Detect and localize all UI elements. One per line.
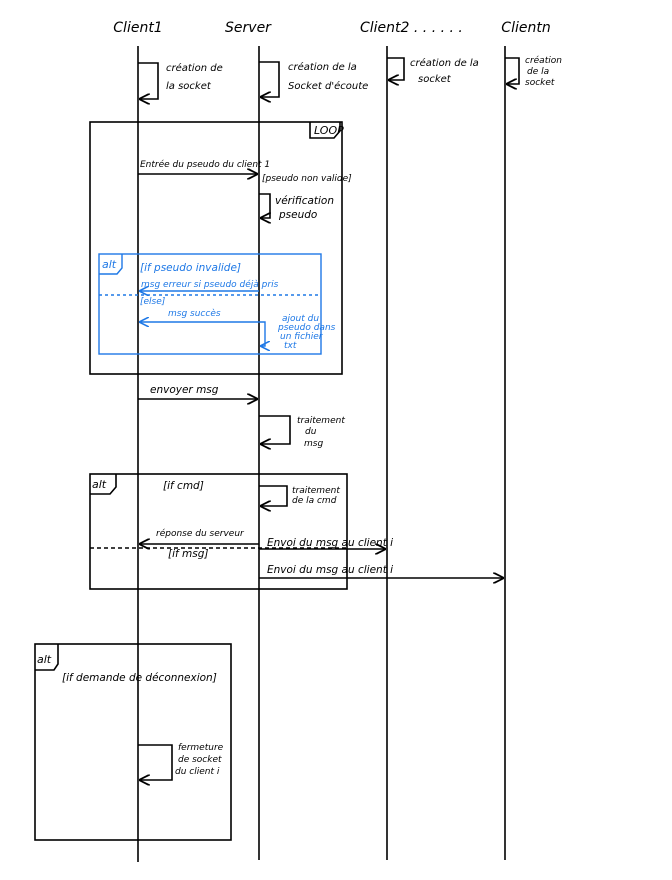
- note-client2-socket-line2: socket: [418, 74, 452, 85]
- participant-client2: Client2 . . . . . .: [360, 20, 463, 36]
- alt-disconnect-frame-label: alt: [37, 653, 52, 666]
- message-response-label: réponse du serveur: [156, 528, 245, 539]
- guard-if-msg: [if msg]: [168, 548, 209, 560]
- note-treat-msg-line2: du: [305, 427, 317, 437]
- loop-frame-label: LOOP: [314, 124, 344, 137]
- message-send-label: envoyer msg: [150, 384, 219, 396]
- message-to-clientn-label: Envoi du msg au client i: [267, 564, 393, 576]
- self-call-client2-socket: [387, 57, 405, 80]
- self-call-server-socket: [259, 61, 280, 97]
- self-call-close-socket: [138, 744, 173, 780]
- alt-pseudo-frame-tag: [99, 254, 123, 275]
- note-add-pseudo-line3: un fichier: [280, 332, 324, 342]
- alt-pseudo-frame: [98, 253, 322, 355]
- message-error-label: msg erreur si pseudo déjà pris: [141, 279, 279, 290]
- self-call-treat-msg: [259, 415, 291, 444]
- guard-if-disconnect: [if demande de déconnexion]: [62, 672, 217, 684]
- guard-else: [else]: [140, 297, 166, 307]
- self-call-treat-cmd: [259, 485, 288, 506]
- participant-clientn: Clientn: [501, 20, 550, 36]
- self-call-client1-socket: [138, 62, 159, 99]
- alt-disconnect-frame: [34, 643, 232, 841]
- alt-disconnect-frame-tag: [35, 644, 59, 671]
- message-success-label: msg succès: [168, 308, 221, 319]
- note-add-pseudo-line2: pseudo dans: [277, 323, 336, 333]
- note-clientn-socket-line2: de la: [527, 67, 549, 77]
- note-client2-socket-line1: création de la: [410, 57, 479, 69]
- note-server-socket-line2: Socket d'écoute: [288, 80, 368, 92]
- alt-pseudo-frame-label: alt: [102, 258, 117, 271]
- note-add-pseudo-line1: ajout du: [282, 314, 319, 324]
- note-treat-cmd-line2: de la cmd: [292, 496, 337, 506]
- note-server-socket-line1: création de la: [288, 61, 357, 73]
- note-pseudo-check-line2: pseudo: [278, 209, 317, 221]
- note-add-pseudo-line4: txt: [284, 341, 297, 351]
- message-to-client2-label: Envoi du msg au client i: [267, 537, 393, 549]
- note-close-socket-line3: du client i: [175, 767, 220, 777]
- note-treat-msg-line3: msg: [304, 439, 323, 449]
- note-client1-socket-line2: la socket: [166, 81, 212, 92]
- note-clientn-socket-line1: création: [525, 55, 562, 66]
- alt-cmd-frame-label: alt: [92, 478, 107, 491]
- alt-cmd-frame-tag: [90, 474, 117, 495]
- guard-if-pseudo-invalid: [if pseudo invalide]: [140, 262, 241, 274]
- guard-pseudo-invalid: [pseudo non valide]: [262, 174, 352, 184]
- note-close-socket-line1: fermeture: [178, 743, 224, 753]
- note-pseudo-check-line1: vérification: [275, 195, 334, 207]
- note-clientn-socket-line3: socket: [525, 78, 555, 88]
- loop-frame: [89, 121, 343, 375]
- self-call-add-pseudo: [259, 321, 265, 346]
- guard-if-cmd: [if cmd]: [163, 480, 204, 492]
- self-call-pseudo-check: [259, 193, 270, 218]
- loop-frame-tag: [309, 122, 341, 139]
- participant-server: Server: [225, 20, 272, 36]
- note-treat-msg-line1: traitement: [297, 416, 345, 426]
- self-call-clientn-socket: [505, 57, 520, 84]
- message-pseudo-entry-label: Entrée du pseudo du client 1: [140, 159, 270, 170]
- participant-client1: Client1: [113, 20, 162, 36]
- alt-cmd-frame: [89, 473, 348, 590]
- note-close-socket-line2: de socket: [178, 755, 222, 765]
- note-client1-socket-line1: création de: [166, 62, 223, 74]
- note-treat-cmd-line1: traitement: [292, 486, 340, 496]
